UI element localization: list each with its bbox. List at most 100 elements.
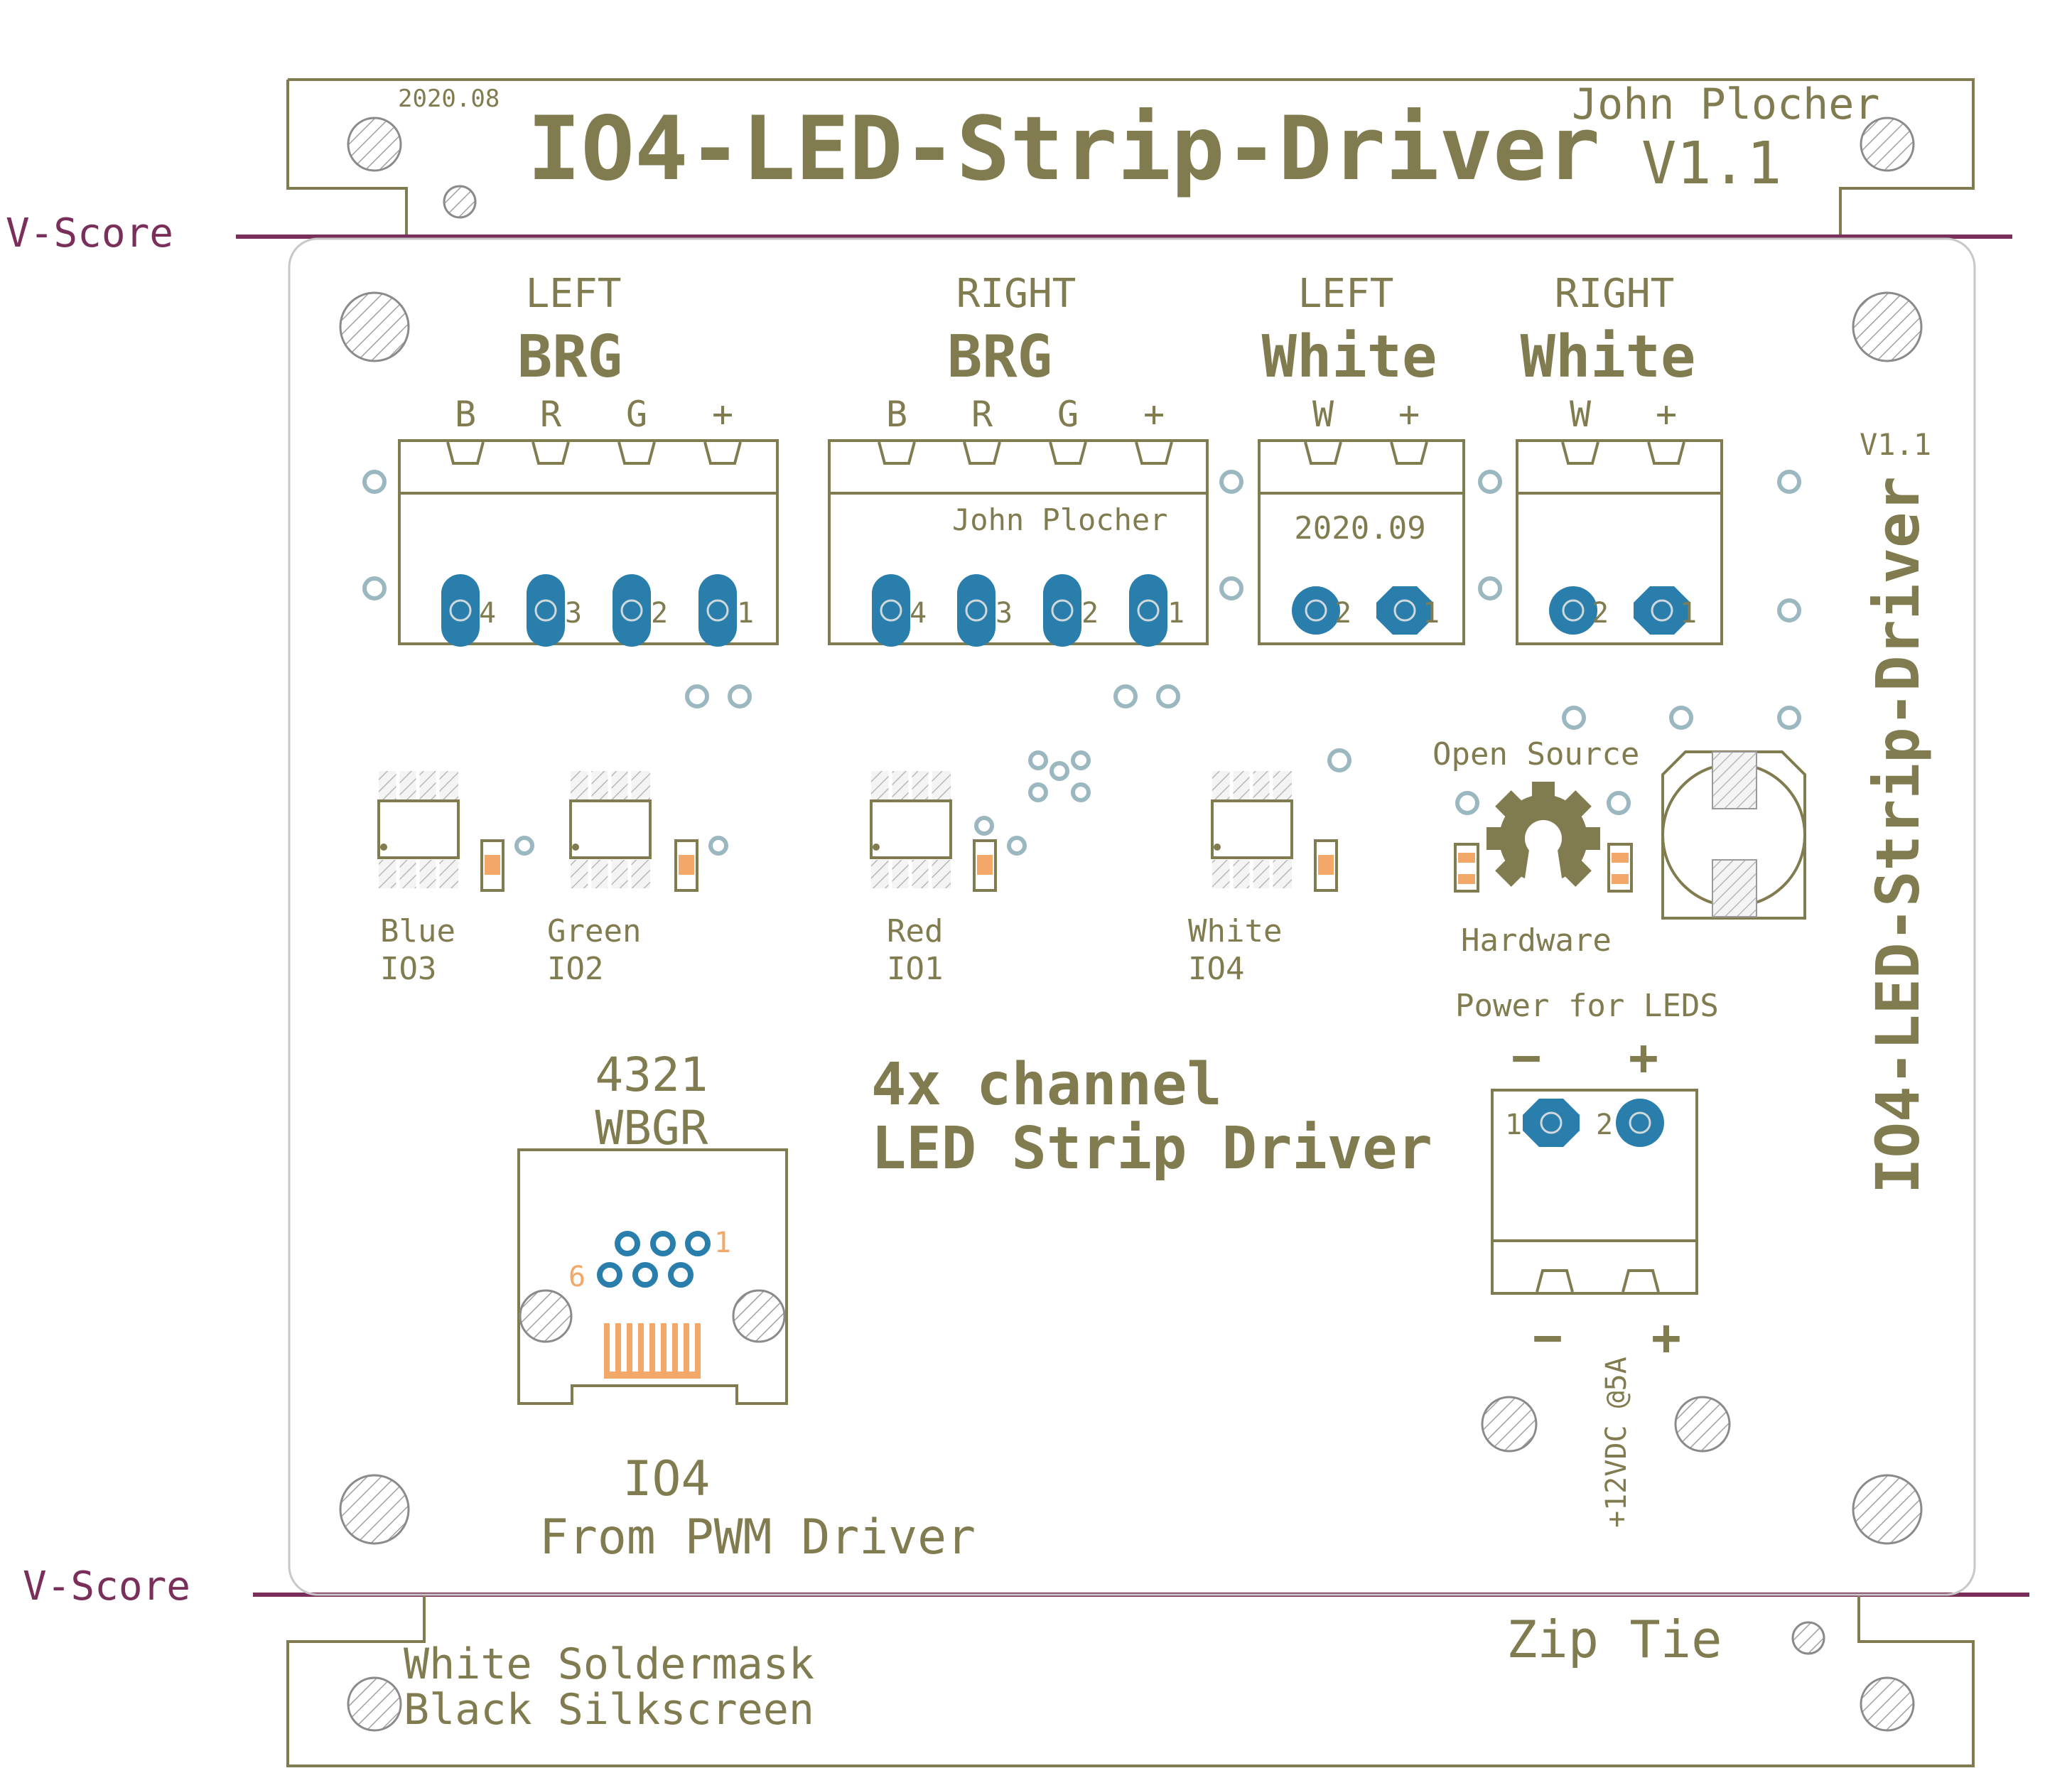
- channel-io: IO2: [547, 951, 603, 987]
- rj-pin-first: 1: [714, 1227, 731, 1259]
- pin-label: R: [540, 394, 562, 435]
- mounting-hole: [519, 1289, 573, 1343]
- channel-red-ic: Red IO1: [870, 771, 997, 987]
- pad: [1616, 1099, 1664, 1147]
- pad: [441, 574, 480, 647]
- pin-label: +: [712, 394, 733, 435]
- pin-number: 3: [565, 597, 582, 630]
- channel-color: Blue: [380, 913, 455, 949]
- power-minus-bottom: −: [1533, 1308, 1563, 1367]
- rj-pin-order: 4321: [595, 1047, 708, 1102]
- pin-number: 4: [479, 597, 496, 630]
- channel-green-ic: Green IO2: [547, 771, 698, 987]
- pad: [1376, 586, 1433, 635]
- panel-author: John Plocher: [1572, 80, 1879, 129]
- rj-pin-last: 6: [568, 1261, 586, 1293]
- vias: [362, 470, 1801, 856]
- battery-holder: [1661, 750, 1806, 920]
- channel-io: IO4: [1188, 951, 1244, 987]
- pin-label: B: [886, 394, 907, 435]
- connector-kind-label: BRG: [517, 323, 622, 391]
- pad: [1634, 586, 1690, 635]
- mounting-hole: [339, 1474, 410, 1545]
- panel-title: IO4-LED-Strip-Driver: [527, 98, 1600, 200]
- connector-left-white: LEFT White W + 2020.09 2 1: [1258, 271, 1465, 645]
- revision-date: 2020.09: [1294, 510, 1425, 546]
- connector-right-white: RIGHT White W + 2 1: [1516, 271, 1723, 645]
- vscore-top-label: V-Score: [6, 210, 173, 257]
- top-panel: 2020.08 IO4-LED-Strip-Driver John Ploche…: [286, 78, 1975, 238]
- connector-kind-label: BRG: [947, 323, 1052, 391]
- rj-sublabel: From PWM Driver: [539, 1509, 976, 1566]
- rj-connector: 4321 WBGR 1 6 IO4 From PWM Driver: [517, 1047, 976, 1566]
- description-line-2: LED Strip Driver: [871, 1115, 1432, 1182]
- pin-number: 1: [1423, 597, 1440, 630]
- rj-pin-colors: WBGR: [595, 1101, 708, 1155]
- pad: [957, 574, 995, 647]
- pad: [1523, 1099, 1580, 1147]
- connector-kind-label: White: [1262, 323, 1437, 391]
- soldermask-note: White Soldermask: [404, 1639, 814, 1689]
- pad: [1043, 574, 1081, 647]
- board-outline: [288, 237, 1976, 1596]
- connector-right-brg: RIGHT BRG B R G + John Plocher 4 3 2 1: [828, 271, 1209, 647]
- pad: [698, 574, 737, 647]
- silkscreen-note: Black Silkscreen: [404, 1685, 814, 1735]
- channel-io: IO3: [380, 951, 436, 987]
- mounting-hole: [347, 1676, 402, 1732]
- power-plus-bottom: +: [1651, 1308, 1681, 1367]
- power-title: Power for LEDS: [1455, 988, 1719, 1024]
- power-minus-top: −: [1511, 1028, 1541, 1087]
- power-rating: +12VDC @5A: [1600, 1357, 1633, 1528]
- mounting-hole: [347, 117, 402, 172]
- pad: [1549, 586, 1597, 635]
- vscore-bottom-label: V-Score: [23, 1563, 190, 1610]
- channel-io: IO1: [887, 951, 943, 987]
- zip-tie-hole: [1791, 1621, 1825, 1655]
- pin-number: 2: [1334, 597, 1351, 630]
- pin-number: 2: [1592, 597, 1609, 630]
- channel-color: Green: [547, 913, 641, 949]
- power-pin-2: 2: [1596, 1109, 1613, 1141]
- pin-number: 3: [995, 597, 1013, 630]
- panel-version: V1.1: [1641, 130, 1781, 198]
- pin-label: B: [455, 394, 476, 435]
- mounting-hole: [339, 291, 410, 362]
- pin-label: +: [1143, 394, 1165, 435]
- channel-blue-ic: Blue IO3: [377, 771, 504, 987]
- oshw-bottom-text: Hardware: [1461, 922, 1612, 959]
- vscore-top: V-Score: [6, 210, 2012, 257]
- bottom-panel: White Soldermask Black Silkscreen Zip Ti…: [286, 1596, 1975, 1767]
- connector-kind-label: White: [1521, 323, 1696, 391]
- side-title: IO4-LED-Strip-Driver: [1863, 476, 1933, 1194]
- mounting-hole: [1674, 1396, 1731, 1453]
- power-pin-1: 1: [1505, 1109, 1522, 1141]
- zip-tie-label: Zip Tie: [1506, 1610, 1722, 1669]
- power-connector: Power for LEDS − + 1 2 − + +12VDC @5A: [1455, 988, 1731, 1528]
- pad: [527, 574, 565, 647]
- pin-label: +: [1656, 394, 1677, 435]
- mounting-hole: [1860, 1676, 1915, 1732]
- mounting-hole: [732, 1289, 786, 1343]
- connector-side-label: RIGHT: [956, 271, 1077, 317]
- pin-number: 2: [1081, 597, 1099, 630]
- zip-tie-hole: [443, 185, 477, 219]
- channel-white-ic: White IO4: [1188, 771, 1338, 987]
- description-line-1: 4x channel: [871, 1051, 1222, 1119]
- pin-label: +: [1398, 394, 1420, 435]
- pin-number: 4: [910, 597, 927, 630]
- pin-number: 2: [651, 597, 668, 630]
- connector-side-label: RIGHT: [1555, 271, 1675, 317]
- pin-number: 1: [1167, 597, 1185, 630]
- pad: [613, 574, 651, 647]
- connector-side-label: LEFT: [1298, 271, 1394, 317]
- gear-icon: [1486, 782, 1600, 897]
- oshw-logo: Open Source Hardware: [1432, 736, 1639, 959]
- vscore-bottom: V-Score: [23, 1563, 2029, 1610]
- mounting-hole: [1852, 291, 1923, 362]
- pin-number: 1: [737, 597, 754, 630]
- mounting-hole: [1481, 1396, 1538, 1453]
- pad: [1292, 586, 1340, 635]
- rj-label: IO4: [623, 1451, 711, 1507]
- channel-color: Red: [887, 913, 943, 949]
